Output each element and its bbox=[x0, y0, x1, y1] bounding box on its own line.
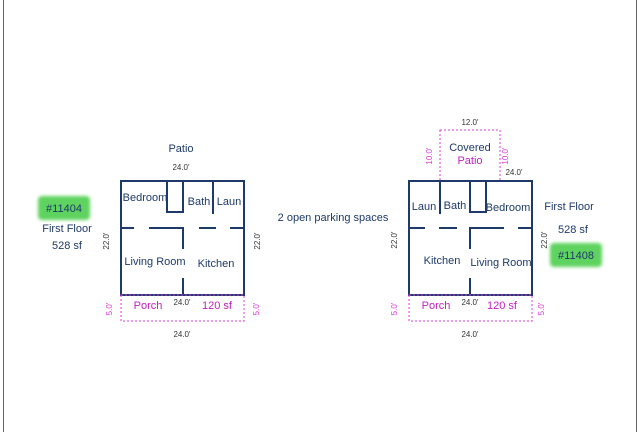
room-bedroom: Bedroom bbox=[123, 192, 168, 204]
unit-id: #11404 bbox=[46, 203, 82, 215]
dim-porch-right: 5.0' bbox=[537, 302, 546, 315]
porch-outline bbox=[120, 294, 245, 322]
dim-porch-bottom: 24.0' bbox=[173, 330, 191, 339]
unit-id-highlight bbox=[550, 243, 602, 267]
dim-top: 24.0' bbox=[505, 168, 523, 177]
room-kitchen: Kitchen bbox=[198, 258, 235, 270]
room-bath: Bath bbox=[444, 200, 467, 212]
porch-outline bbox=[408, 294, 533, 322]
left-frame-line bbox=[3, 0, 4, 432]
dim-porch-top: 24.0' bbox=[173, 298, 191, 307]
dim-porch-right: 5.0' bbox=[252, 302, 261, 315]
dim-porch-top: 24.0' bbox=[461, 298, 479, 307]
room-living: Living Room bbox=[124, 256, 185, 268]
floor-label: First Floor bbox=[544, 201, 594, 213]
dim-right: 22.0' bbox=[253, 232, 262, 250]
unit-left: #11404 First Floor 528 sf Patio 24.0' Be… bbox=[38, 143, 262, 339]
room-bedroom: Bedroom bbox=[486, 202, 531, 214]
room-kitchen: Kitchen bbox=[424, 255, 461, 267]
dim-left: 22.0' bbox=[102, 232, 111, 250]
porch-area: 120 sf bbox=[487, 300, 518, 312]
room-laundry: Laun bbox=[412, 201, 436, 213]
patio-label: Patio bbox=[168, 143, 193, 155]
area-label: 528 sf bbox=[52, 240, 83, 252]
right-frame-line bbox=[636, 0, 637, 432]
room-living: Living Room bbox=[470, 257, 531, 269]
area-label: 528 sf bbox=[558, 224, 589, 236]
dim-patio-top: 12.0' bbox=[461, 118, 479, 127]
dim-right: 22.0' bbox=[540, 231, 549, 249]
dim-left: 22.0' bbox=[390, 231, 399, 249]
dim-porch-bottom: 24.0' bbox=[461, 330, 479, 339]
room-bath: Bath bbox=[188, 196, 211, 208]
parking-note: 2 open parking spaces bbox=[278, 212, 389, 224]
dim-porch-left: 5.0' bbox=[390, 302, 399, 315]
porch-label: Porch bbox=[134, 300, 163, 312]
dim-porch-left: 5.0' bbox=[105, 302, 114, 315]
unit-id: #11408 bbox=[558, 250, 594, 262]
porch-area: 120 sf bbox=[202, 300, 233, 312]
porch-label: Porch bbox=[422, 300, 451, 312]
dim-patio-right: 10.0' bbox=[501, 147, 510, 165]
dim-top: 24.0' bbox=[172, 163, 190, 172]
room-laundry: Laun bbox=[217, 196, 241, 208]
patio-line1: Covered bbox=[449, 142, 491, 154]
unit-right: 12.0' Covered Patio 10.0' 10.0' 24.0' La… bbox=[390, 118, 602, 339]
dim-patio-left: 10.0' bbox=[425, 147, 434, 165]
unit-id-highlight bbox=[38, 196, 90, 220]
patio-line2: Patio bbox=[457, 155, 482, 167]
floor-label: First Floor bbox=[42, 223, 92, 235]
